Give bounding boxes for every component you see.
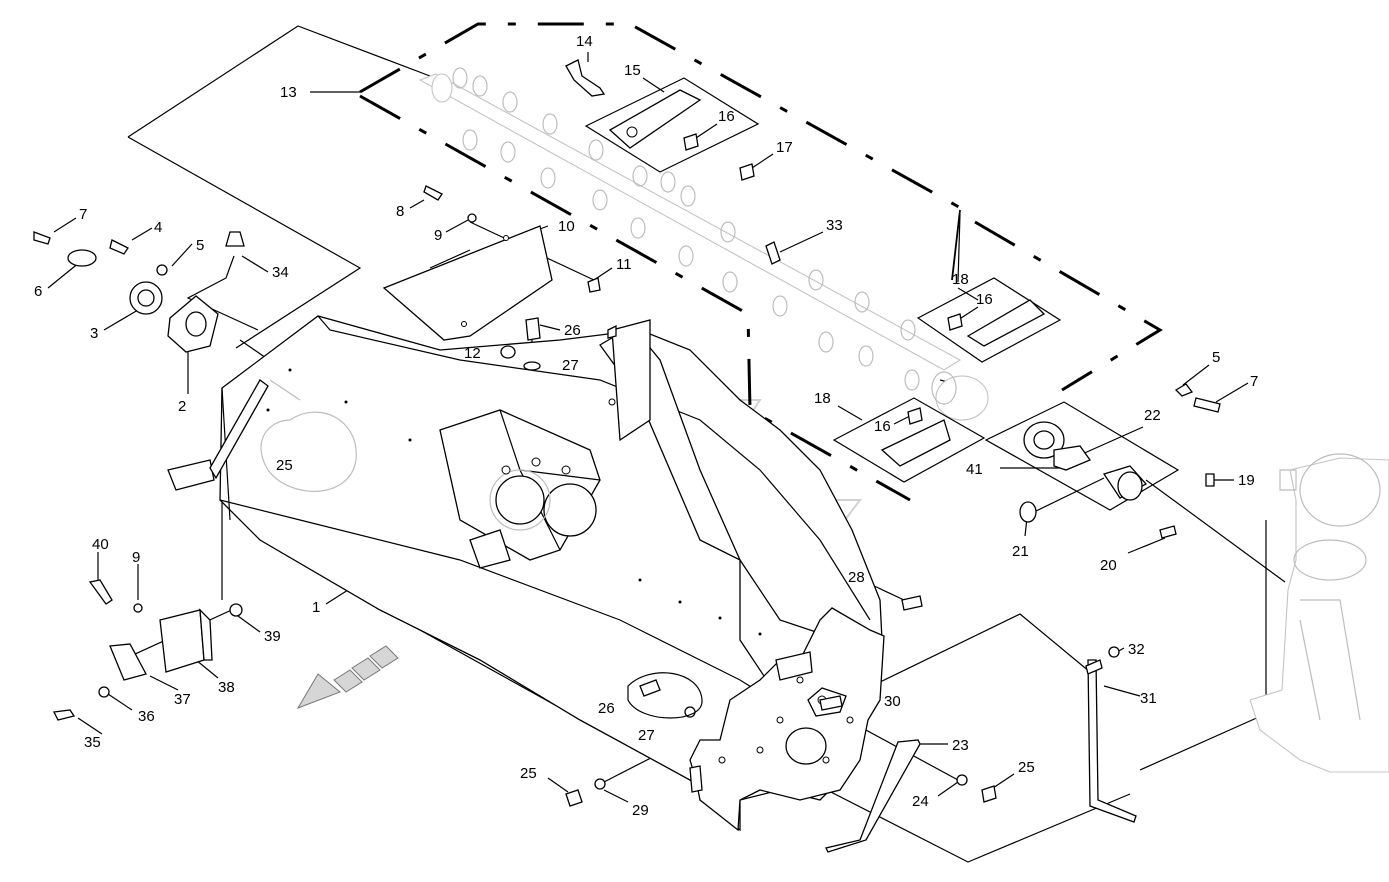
callout-9-top: 9 <box>434 227 442 244</box>
lower-left-bracket-group <box>53 579 243 721</box>
auger-shaft <box>418 67 989 421</box>
main-housing <box>167 315 883 832</box>
callout-28: 28 <box>848 569 865 586</box>
callout-26-bottom: 26 <box>598 700 615 717</box>
callout-13: 13 <box>280 84 297 101</box>
lower-right-parts <box>565 595 1137 853</box>
callout-39: 39 <box>264 628 281 645</box>
coupling-group <box>984 383 1221 539</box>
callout-8: 8 <box>396 203 404 220</box>
callout-38: 38 <box>218 679 235 696</box>
callout-35: 35 <box>84 734 101 751</box>
callout-21: 21 <box>1012 543 1029 560</box>
callout-15: 15 <box>624 62 641 79</box>
hanger-brackets <box>565 59 1062 483</box>
callout-25-right: 25 <box>1018 759 1035 776</box>
callout-24: 24 <box>912 793 929 810</box>
callout-22: 22 <box>1144 407 1161 424</box>
callout-16-top: 16 <box>718 108 735 125</box>
callout-5-left: 5 <box>196 237 204 254</box>
callout-30: 30 <box>884 693 901 710</box>
callout-2: 2 <box>178 398 186 415</box>
callout-31: 31 <box>1140 690 1157 707</box>
callout-6: 6 <box>34 283 42 300</box>
callout-16-lower: 16 <box>874 418 891 435</box>
direction-arrow <box>296 645 399 709</box>
callout-29: 29 <box>632 802 649 819</box>
callout-1: 1 <box>312 599 320 616</box>
callout-41: 41 <box>966 461 983 478</box>
callout-25-bottom: 25 <box>520 765 537 782</box>
callout-12: 12 <box>464 345 481 362</box>
end-plate <box>689 607 885 832</box>
callout-17: 17 <box>776 139 793 156</box>
cover-plate <box>382 185 617 371</box>
callout-27-top: 27 <box>562 357 579 374</box>
callout-14: 14 <box>576 33 593 50</box>
callout-9-bottom: 9 <box>132 549 140 566</box>
callout-7-left: 7 <box>79 206 87 223</box>
callout-10: 10 <box>558 218 575 235</box>
callout-26-top: 26 <box>564 322 581 339</box>
callout-4: 4 <box>154 219 162 236</box>
callout-19: 19 <box>1238 472 1255 489</box>
callout-25-left: 25 <box>276 457 293 474</box>
shaft-phantom-outline <box>359 22 1163 502</box>
callout-20: 20 <box>1100 557 1117 574</box>
callout-34: 34 <box>272 264 289 281</box>
callout-16-right: 16 <box>976 291 993 308</box>
callout-40: 40 <box>92 536 109 553</box>
callout-32: 32 <box>1128 641 1145 658</box>
gearbox-ghost <box>1249 453 1389 773</box>
callout-23: 23 <box>952 737 969 754</box>
callout-27-bottom: 27 <box>638 727 655 744</box>
callout-5-right: 5 <box>1212 349 1220 366</box>
callout-3: 3 <box>90 325 98 342</box>
callout-37: 37 <box>174 691 191 708</box>
callout-labels: 1 2 3 4 5 5 6 7 7 8 9 9 10 11 12 13 14 1… <box>34 33 1258 819</box>
callout-11: 11 <box>616 256 632 273</box>
callout-18-right: 18 <box>952 271 969 288</box>
left-bearing-group <box>33 231 245 353</box>
callout-18-lower: 18 <box>814 390 831 407</box>
callout-7-right: 7 <box>1250 373 1258 390</box>
callout-36: 36 <box>138 708 155 725</box>
callout-33: 33 <box>826 217 843 234</box>
